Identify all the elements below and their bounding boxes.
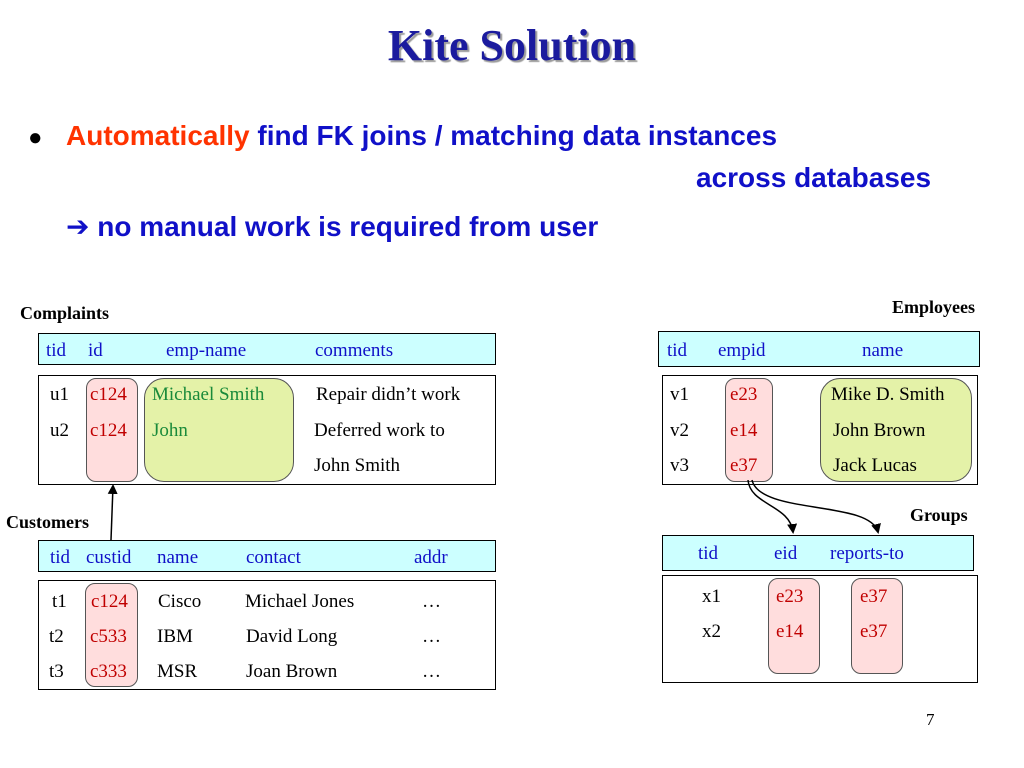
employees-header	[658, 331, 980, 367]
table-row-cell: Jack Lucas	[833, 455, 917, 476]
table-row-cell: x1	[702, 586, 721, 607]
table-row-cell: e23	[730, 384, 758, 405]
groups-col-eid: eid	[774, 543, 798, 564]
table-row-cell: e37	[860, 586, 888, 607]
bullet-line-1: Automatically find FK joins / matching d…	[66, 120, 777, 152]
customers-col-custid: custid	[86, 547, 132, 568]
complaints-label: Complaints	[20, 303, 110, 323]
complaints-col-emp-name: emp-name	[166, 340, 247, 361]
table-row-cell: …	[422, 661, 441, 682]
customers-col-addr: addr	[414, 547, 448, 568]
table-row-cell: v3	[670, 455, 689, 476]
page-number: 7	[926, 710, 935, 729]
table-row-cell: John Smith	[314, 455, 401, 476]
customers-col-name: name	[157, 547, 199, 568]
table-row-cell: …	[422, 626, 441, 647]
table-row-cell: Joan Brown	[246, 661, 338, 682]
table-row-cell: t3	[49, 661, 64, 682]
employees-col-name: name	[862, 340, 904, 361]
groups-header	[662, 535, 974, 571]
employees-to-groups-eid-arrow	[747, 479, 798, 534]
customers-col-contact: contact	[246, 547, 301, 568]
bullet-emphasis: Automatically	[66, 120, 250, 151]
employees-label: Employees	[892, 297, 975, 317]
table-row-cell: c124	[90, 384, 127, 405]
table-row-cell: e14	[776, 621, 804, 642]
groups-reports-to-highlight	[851, 578, 903, 674]
bullet-marker: ●	[28, 124, 43, 151]
groups-eid-highlight	[768, 578, 820, 674]
customers-header	[38, 540, 496, 572]
complaints-header	[38, 333, 496, 365]
table-row-cell: David Long	[246, 626, 338, 647]
table-row-cell: Deferred work to	[314, 420, 445, 441]
employees-col-tid: tid	[667, 340, 688, 361]
groups-col-reports-to: reports-to	[830, 543, 904, 564]
table-row-cell: v2	[670, 420, 689, 441]
complaints-col-tid: tid	[46, 340, 67, 361]
table-row-cell: e37	[860, 621, 888, 642]
employees-name-highlight	[820, 378, 972, 482]
table-row-cell: u1	[50, 384, 69, 405]
table-row-cell: Michael Smith	[152, 384, 265, 405]
customers-custid-highlight	[85, 583, 138, 687]
employees-empid-highlight	[725, 378, 773, 482]
table-row-cell: MSR	[157, 661, 198, 682]
groups-body	[662, 575, 978, 683]
right-arrow-icon: ➔	[66, 211, 90, 242]
table-row-cell: c124	[91, 591, 128, 612]
table-row-cell: IBM	[157, 626, 193, 647]
table-row-cell: u2	[50, 420, 69, 441]
table-row-cell: c333	[90, 661, 127, 682]
table-row-cell: e23	[776, 586, 804, 607]
employees-col-empid: empid	[718, 340, 766, 361]
table-row-cell: t2	[49, 626, 64, 647]
table-row-cell: e37	[730, 455, 758, 476]
table-row-cell: x2	[702, 621, 721, 642]
slide-title: Kite Solution	[387, 21, 637, 70]
bullet-line-3: ➔ no manual work is required from user	[66, 210, 598, 243]
complaints-emp-name-highlight	[144, 378, 294, 482]
table-row-cell: John Brown	[833, 420, 926, 441]
employees-to-groups-reports-to-arrow	[751, 479, 881, 534]
customers-to-complaints-arrow	[107, 484, 118, 541]
bullet-line-2: across databases	[696, 162, 932, 193]
complaints-col-id: id	[88, 340, 103, 361]
table-row-cell: e14	[730, 420, 758, 441]
table-row-cell: John	[152, 420, 188, 441]
customers-col-tid: tid	[50, 547, 71, 568]
bullet-line-3-text: no manual work is required from user	[97, 211, 599, 242]
table-row-cell: t1	[52, 591, 67, 612]
groups-col-tid: tid	[698, 543, 719, 564]
groups-label: Groups	[910, 505, 968, 525]
table-row-cell: …	[422, 591, 441, 612]
table-row-cell: Michael Jones	[245, 591, 355, 612]
table-row-cell: Mike D. Smith	[831, 384, 945, 405]
table-row-cell: c124	[90, 420, 127, 441]
customers-label: Customers	[6, 512, 89, 532]
table-row-cell: Cisco	[158, 591, 202, 612]
bullet-line-1-text: find FK joins / matching data instances	[257, 120, 778, 151]
table-row-cell: Repair didn’t work	[316, 384, 461, 405]
table-row-cell: c533	[90, 626, 127, 647]
complaints-col-comments: comments	[315, 340, 394, 361]
complaints-id-highlight	[86, 378, 138, 482]
table-row-cell: v1	[670, 384, 689, 405]
